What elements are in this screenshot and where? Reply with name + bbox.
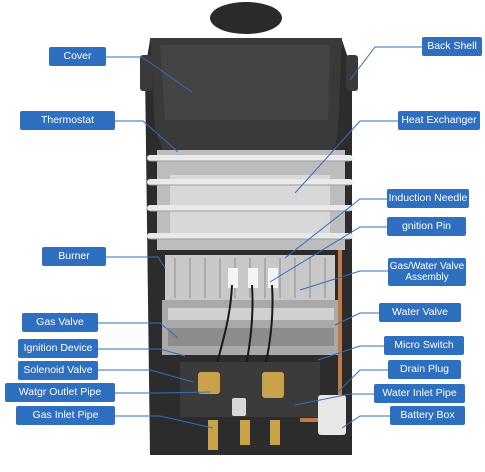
- label-gas-water-valve-assembly: Gas/Water Valve Assembly: [388, 258, 466, 286]
- label-cover: Cover: [49, 47, 106, 66]
- label-ignition-device: Ignition Device: [18, 339, 98, 358]
- leader-lines: [98, 46, 422, 429]
- label-gas-inlet-pipe: Gas Inlet Pipe: [16, 406, 115, 425]
- left-bracket: [140, 55, 152, 91]
- battery-box: [318, 395, 346, 435]
- label-ignition-pin: gnition Pin: [387, 217, 466, 236]
- exchanger-tubes: [147, 155, 353, 239]
- label-solenoid-valve: Solenoid Valve: [18, 361, 98, 380]
- label-thermostat: Thermostat: [20, 111, 115, 130]
- label-water-inlet-pipe: Water Inlet Pipe: [374, 384, 465, 403]
- exhaust-collar: [210, 2, 282, 34]
- label-burner: Burner: [42, 247, 106, 266]
- label-induction-needle: Induction Needle: [387, 189, 469, 208]
- right-bracket: [346, 55, 358, 91]
- label-back-shell: Back Shell: [422, 37, 482, 56]
- label-water-outlet-pipe: Watgr Outlet Pipe: [5, 383, 115, 402]
- label-water-valve: Water Valve: [379, 303, 461, 322]
- label-gas-valve: Gas Valve: [22, 313, 98, 332]
- label-battery-box: Battery Box: [390, 406, 465, 425]
- label-drain-plug: Drain Plug: [388, 360, 461, 379]
- label-heat-exchanger: Heat Exchanger: [398, 111, 480, 130]
- label-micro-switch: Micro Switch: [384, 336, 464, 355]
